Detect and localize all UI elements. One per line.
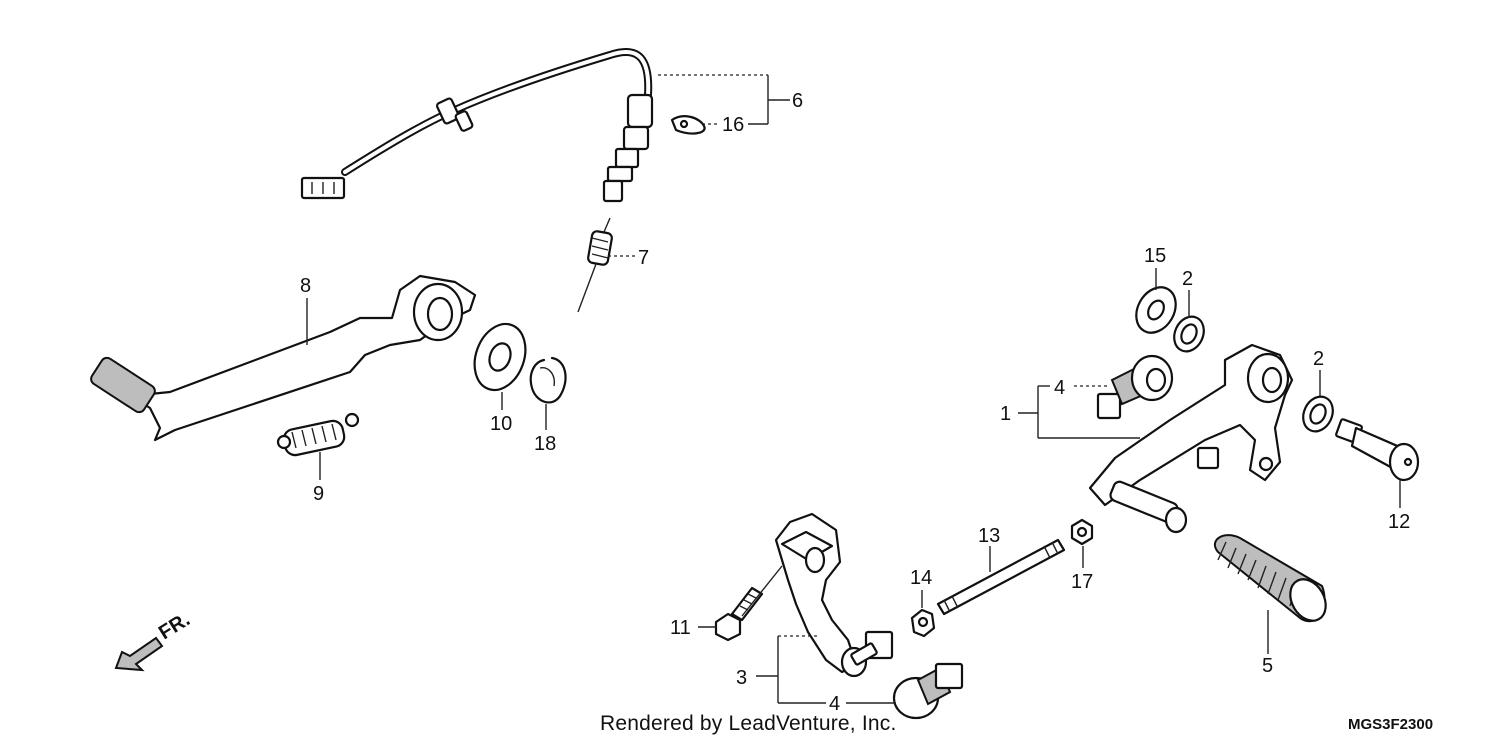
washer-10: [473, 322, 527, 392]
front-direction-arrow: FR.: [114, 609, 194, 672]
bushing-2-upper: [1173, 315, 1205, 353]
callout-3: 3: [736, 667, 747, 689]
callout-14: 14: [910, 567, 932, 589]
callout-16: 16: [722, 114, 744, 136]
pivot-bolt-12: [1335, 418, 1420, 482]
callout-10: 10: [490, 413, 512, 435]
callout-8: 8: [300, 275, 311, 297]
callout-4-upper: 4: [1054, 377, 1065, 399]
return-spring-9: [276, 412, 360, 457]
snap-ring-18: [529, 356, 567, 404]
bushing-2-right: [1302, 395, 1334, 433]
stop-switch-harness: [300, 47, 654, 203]
rubber-4-lower: [892, 662, 964, 720]
switch-spring-7: [577, 217, 613, 313]
callout-2-right: 2: [1313, 348, 1324, 370]
leader-lines: [306, 74, 1401, 704]
callout-18: 18: [534, 433, 556, 455]
clip-16: [670, 115, 706, 135]
callout-6: 6: [792, 90, 803, 112]
callout-13: 13: [978, 525, 1000, 547]
callout-12: 12: [1388, 511, 1410, 533]
callout-labels: 6 16 7 8 9 10 18 15 2 2 4 1 12 13 14 17 …: [300, 90, 1410, 715]
rubber-4-upper: [1096, 354, 1174, 420]
nut-17: [1070, 518, 1094, 546]
callout-17: 17: [1071, 571, 1093, 593]
brake-pedal-8: [90, 274, 477, 442]
direction-label: FR.: [155, 609, 194, 645]
footpeg-rubber-5: [1213, 534, 1327, 623]
washer-15: [1135, 286, 1177, 334]
callout-11: 11: [670, 617, 691, 639]
callout-9: 9: [313, 483, 324, 505]
diagram-code: MGS3F2300: [1348, 716, 1434, 733]
gearshift-arm-1: [1088, 343, 1294, 534]
callout-7: 7: [638, 247, 649, 269]
callout-1: 1: [1000, 403, 1011, 425]
callout-5: 5: [1262, 655, 1273, 677]
callout-15: 15: [1144, 245, 1166, 267]
render-credit: Rendered by LeadVenture, Inc.: [600, 712, 897, 735]
tie-rod-13: [936, 538, 1066, 616]
callout-4-lower: 4: [829, 693, 840, 715]
callout-2-upper: 2: [1182, 268, 1193, 290]
nut-14: [910, 608, 936, 638]
bolt-11: [714, 586, 764, 642]
link-arm-3: [774, 512, 894, 678]
